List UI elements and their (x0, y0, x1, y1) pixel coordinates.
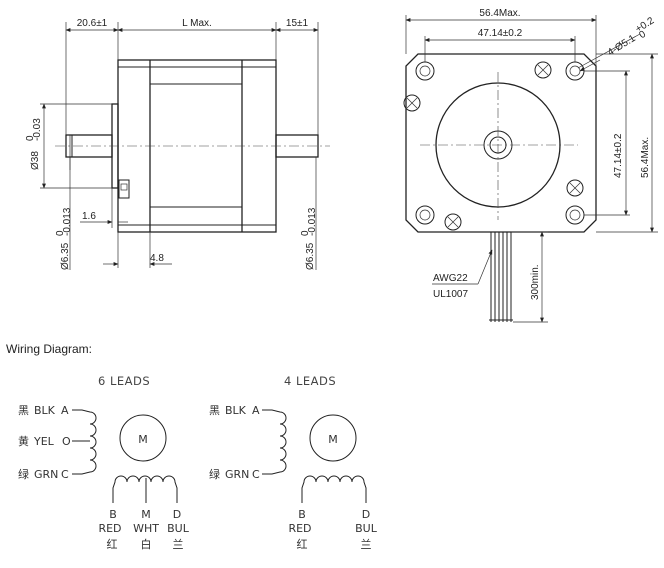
six-lead-grn-terminal: C (61, 468, 69, 481)
six-lead-wht-label: WHT (133, 522, 159, 535)
four-lead-blk-terminal: A (252, 404, 260, 417)
dim-hole-pitch-vertical: 47.14±0.2 (613, 133, 624, 178)
dim-boss-tol-upper: 0 (25, 135, 36, 141)
six-lead-blk-cn: 黑 (18, 404, 29, 417)
dim-hole-pitch-horizontal: 47.14±0.2 (478, 28, 523, 39)
dim-flat-depth: 1.6 (82, 211, 96, 222)
four-lead-bul-terminal: D (362, 508, 370, 521)
six-lead-red-label: RED (98, 522, 121, 535)
screw-head-bottom-left (444, 213, 462, 231)
screw-head-upper-right (534, 61, 552, 79)
connector (118, 179, 130, 199)
six-lead-bul-terminal: D (173, 508, 181, 521)
lead-wire-bundle (489, 232, 513, 322)
mount-hole-top-right (565, 61, 585, 81)
dim-rear-shaft-tol-lower: -0.013 (307, 207, 318, 236)
four-leads-motor-symbol (309, 414, 357, 462)
dim-boss-tol-lower: -0.03 (32, 118, 43, 141)
four-leads-motor-label: M (328, 433, 338, 446)
six-lead-yel-terminal: O (62, 435, 71, 448)
wiring-diagram-heading: Wiring Diagram: (6, 342, 93, 356)
four-lead-grn-cn: 绿 (209, 467, 220, 481)
mount-hole-bottom-right (565, 205, 585, 225)
four-lead-red-terminal: B (298, 508, 306, 521)
side-view: 20.6±1 L Max. 15±1 Ø38 0 -0.03 Ø6.35 0 -… (25, 18, 330, 270)
six-lead-wht-terminal: M (141, 508, 151, 521)
dim-flange-thickness: 4.8 (150, 253, 164, 264)
front-view: 56.4Max. 47.14±0.2 4-Ø5.1 +0.2 0 47.14±0… (403, 8, 658, 323)
dim-face-width: 56.4Max. (479, 8, 520, 19)
six-lead-wht-cn: 白 (141, 537, 152, 551)
six-lead-grn-label: GRN (34, 468, 58, 481)
dim-front-shaft-length: 20.6±1 (77, 18, 108, 29)
motor-face (405, 53, 597, 233)
wire-gauge-label: AWG22 (433, 273, 468, 284)
four-leads-title: 4 LEADS (284, 374, 336, 388)
six-leads-title: 6 LEADS (98, 374, 150, 388)
wiring-six-leads: 6 LEADS 黑 BLK A 黄 YEL O 绿 GRN C M B RED … (18, 374, 190, 551)
dim-front-shaft-diameter: Ø6.35 (60, 242, 71, 270)
four-lead-red-cn: 红 (297, 538, 308, 551)
six-lead-bul-label: BUL (167, 522, 190, 535)
dim-lead-length: 300min. (530, 264, 541, 300)
dim-boss-diameter: Ø38 (30, 151, 41, 170)
four-lead-grn-terminal: C (252, 468, 260, 481)
six-lead-blk-label: BLK (34, 404, 56, 417)
six-lead-blk-terminal: A (61, 404, 69, 417)
mount-hole-bottom-left (415, 205, 435, 225)
six-lead-grn-cn: 绿 (18, 467, 29, 481)
dim-mount-holes-tol-lower: 0 (637, 29, 648, 42)
dim-rear-shaft-diameter: Ø6.35 (305, 242, 316, 270)
six-lead-bul-cn: 兰 (173, 538, 184, 551)
six-lead-yel-cn: 黄 (18, 434, 29, 448)
dim-rear-shaft-tol-upper: 0 (300, 230, 311, 236)
four-lead-grn-label: GRN (225, 468, 249, 481)
six-lead-red-cn: 红 (107, 538, 118, 551)
four-lead-bul-label: BUL (355, 522, 378, 535)
dim-body-length: L Max. (182, 18, 212, 29)
dim-front-shaft-tol-lower: -0.013 (62, 207, 73, 236)
svg-text:Ø38: Ø38 (30, 151, 41, 170)
dim-mount-holes: 4-Ø5.1 (606, 33, 638, 59)
four-lead-bul-cn: 兰 (361, 538, 372, 551)
screw-head-right-lower (566, 179, 584, 197)
six-lead-yel-label: YEL (33, 435, 55, 448)
six-lead-red-terminal: B (109, 508, 117, 521)
six-leads-motor-symbol (119, 414, 167, 462)
dim-rear-shaft-length: 15±1 (286, 18, 309, 29)
four-lead-blk-cn: 黑 (209, 404, 220, 417)
wire-standard-label: UL1007 (433, 289, 468, 300)
screw-head-left-upper (403, 94, 421, 112)
dim-face-height: 56.4Max. (640, 137, 651, 178)
six-leads-motor-label: M (138, 433, 148, 446)
four-lead-blk-label: BLK (225, 404, 247, 417)
dim-front-shaft-tol-upper: 0 (55, 230, 66, 236)
wiring-four-leads: 4 LEADS 黑 BLK A 绿 GRN C M B RED 红 D BUL … (209, 374, 378, 551)
four-lead-red-label: RED (288, 522, 311, 535)
mount-hole-top-left (415, 61, 435, 81)
